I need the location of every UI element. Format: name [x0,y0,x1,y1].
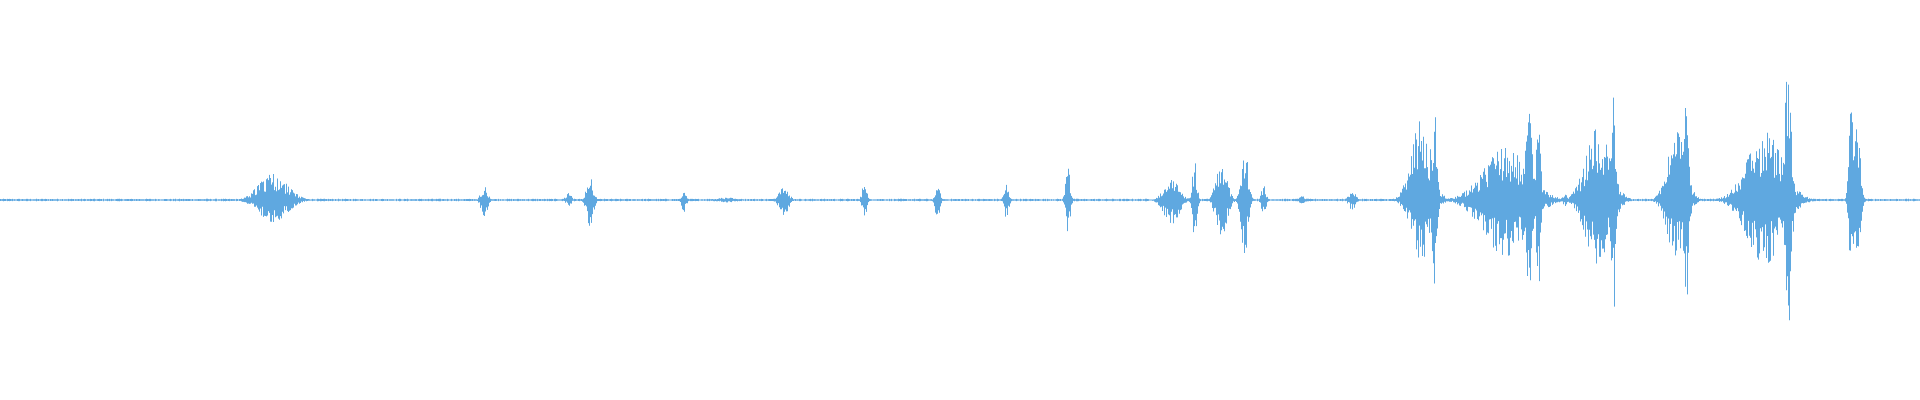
waveform-peaks [0,81,1920,321]
